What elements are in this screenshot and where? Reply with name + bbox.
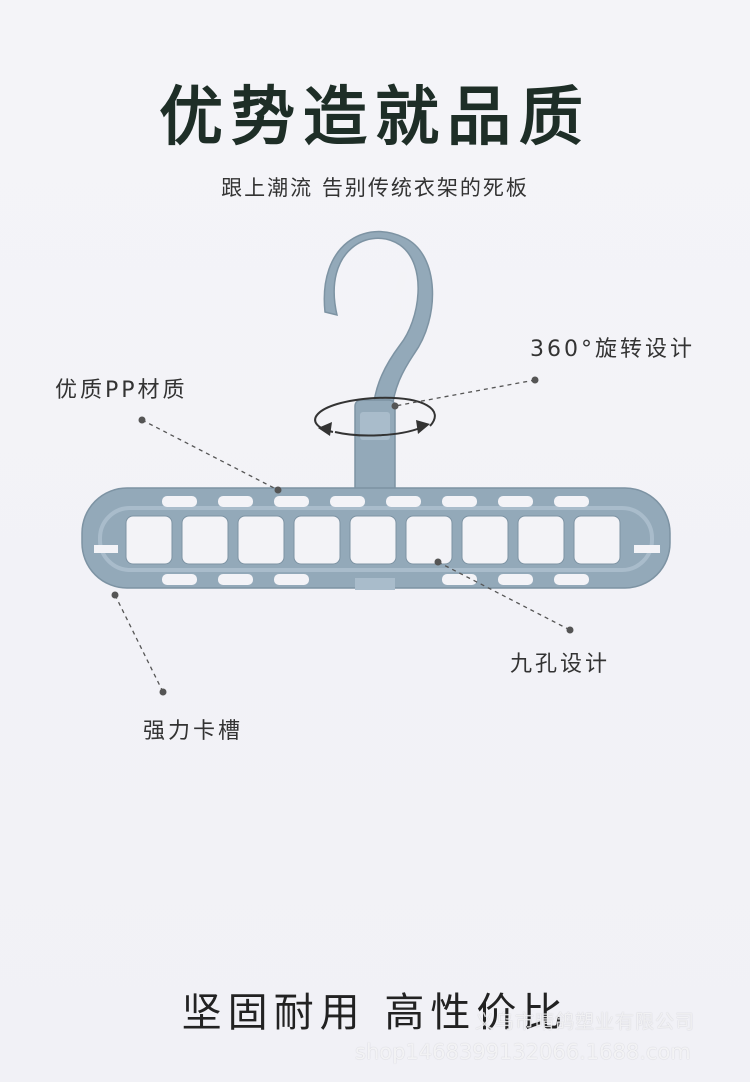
watermark-company: 义乌市晴鸽塑业有限公司	[475, 1011, 696, 1033]
callout-material: 优质PP材质	[55, 378, 188, 403]
callout-rotation: 360°旋转设计	[530, 337, 695, 362]
page-subtitle: 跟上潮流 告别传统衣架的死板	[221, 176, 529, 200]
callout-slot: 强力卡槽	[143, 719, 244, 744]
slogan: 坚固耐用 高性价比	[181, 990, 569, 1036]
nine-holes	[125, 515, 621, 565]
hanger-hook	[323, 230, 434, 411]
rotate-arrow-icon	[314, 396, 436, 433]
bottom-slots	[162, 574, 589, 585]
page-title: 优势造就品质	[159, 81, 591, 155]
top-slots	[162, 496, 589, 507]
watermark-shop-url: shop1468399132066.1688.com	[355, 1040, 691, 1064]
callout-nine-holes: 九孔设计	[510, 652, 611, 677]
